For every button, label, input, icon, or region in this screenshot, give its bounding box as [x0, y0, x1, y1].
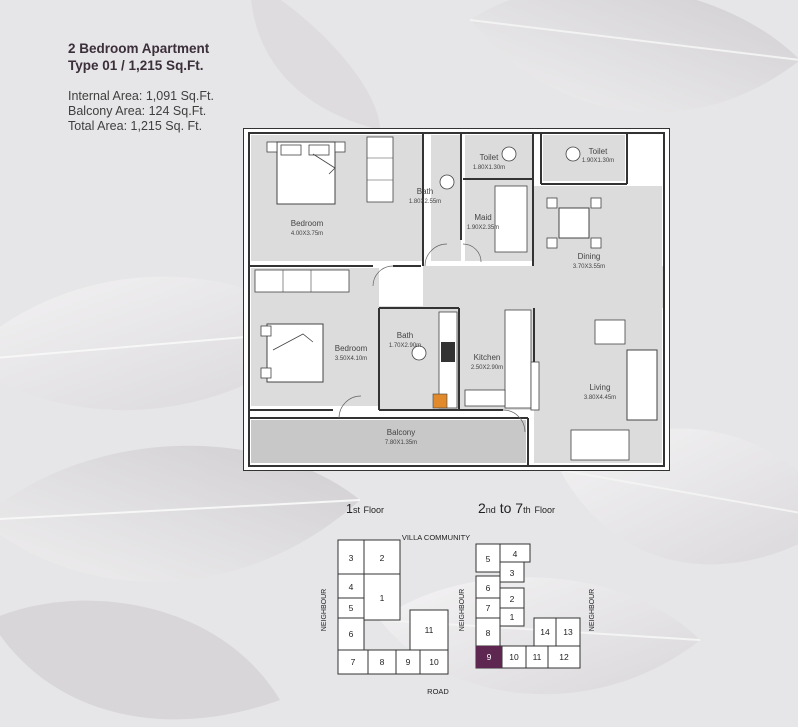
- unit-label: 9: [406, 657, 411, 667]
- unit-label: 3: [510, 568, 515, 578]
- unit-label: 8: [380, 657, 385, 667]
- room-dims-bath-2: 1.70X2.90m: [389, 343, 421, 349]
- upper-floor-range: to 7: [499, 500, 524, 516]
- room-dims-toilet-1: 1.80X1.30m: [473, 165, 505, 171]
- villa-community-label: VILLA COMMUNITY: [402, 533, 470, 542]
- unit-label: 13: [563, 627, 573, 637]
- room-name-bath-2: Bath: [397, 331, 413, 340]
- unit-label: 5: [486, 554, 491, 564]
- unit-label: 12: [559, 652, 569, 662]
- room-dims-bath-1: 1.80X2.55m: [409, 199, 441, 205]
- room-name-bedroom-2: Bedroom: [335, 344, 368, 353]
- unit-label: 14: [540, 627, 550, 637]
- unit-label: 2: [510, 594, 515, 604]
- room-name-toilet-1: Toilet: [480, 153, 499, 162]
- room-name-dining: Dining: [578, 252, 601, 261]
- unit-label: 11: [533, 652, 542, 662]
- room-dims-toilet-2: 1.90X1.30m: [582, 158, 614, 164]
- room-name-toilet-2: Toilet: [589, 147, 608, 156]
- neighbour-label-middle: NEIGHBOUR: [459, 589, 466, 631]
- unit-label: 8: [486, 628, 491, 638]
- area-summary: Internal Area: 1,091 Sq.Ft. Balcony Area…: [68, 89, 214, 134]
- unit-label: 4: [349, 582, 354, 592]
- balcony-area: Balcony Area: 124 Sq.Ft.: [68, 104, 207, 118]
- neighbour-label-right: NEIGHBOUR: [589, 589, 596, 631]
- room-dims-maid: 1.90X2.35m: [467, 225, 499, 231]
- room-name-bath-1: Bath: [417, 187, 433, 196]
- room-dims-bedroom-2: 3.50X4.10m: [335, 356, 367, 362]
- upper-floor-range-suffix: th: [523, 505, 531, 515]
- unit-label: 1: [510, 612, 515, 622]
- unit-label: 10: [509, 652, 519, 662]
- unit-label: 1: [380, 593, 385, 603]
- upper-floors-heading: 2nd to 7th Floor: [478, 500, 555, 516]
- room-dims-balcony: 7.80X1.35m: [385, 440, 417, 446]
- first-floor-number: 1: [346, 502, 353, 516]
- unit-label: 11: [425, 625, 434, 635]
- room-dims-living: 3.80X4.45m: [584, 395, 616, 401]
- highlight-unit-label: 9: [487, 652, 492, 662]
- upper-floor-word: Floor: [534, 505, 555, 515]
- upper-floor-suffix: nd: [485, 505, 496, 515]
- total-area: Total Area: 1,215 Sq. Ft.: [68, 119, 203, 133]
- unit-label: 4: [513, 549, 518, 559]
- unit-label: 6: [349, 629, 354, 639]
- title-line-2: Type 01 / 1,215 Sq.Ft.: [68, 58, 204, 73]
- unit-label: 3: [349, 553, 354, 563]
- room-name-bedroom-1: Bedroom: [291, 219, 324, 228]
- room-dims-kitchen: 2.50X2.90m: [471, 365, 503, 371]
- room-name-balcony: Balcony: [387, 428, 415, 437]
- unit-label: 10: [429, 657, 439, 667]
- room-name-maid: Maid: [474, 213, 491, 222]
- neighbour-label-left: NEIGHBOUR: [321, 589, 328, 631]
- unit-label: 2: [380, 553, 385, 563]
- first-floor-heading: 1st Floor: [346, 502, 384, 516]
- unit-label: 7: [486, 603, 491, 613]
- key-plan: 3 2 4 1 5 6 11 7 8 9 10 5 4 3 6 2 7 1 8 …: [321, 533, 596, 696]
- unit-label: 6: [486, 583, 491, 593]
- first-floor-suffix: st: [352, 505, 360, 515]
- room-dims-bedroom-1: 4.00X3.75m: [291, 231, 323, 237]
- first-floor-word: Floor: [363, 505, 384, 515]
- room-name-kitchen: Kitchen: [474, 353, 501, 362]
- room-dims-dining: 3.70X3.55m: [573, 264, 605, 270]
- upper-floor-number: 2: [478, 500, 486, 516]
- internal-area: Internal Area: 1,091 Sq.Ft.: [68, 89, 214, 103]
- apartment-title: 2 Bedroom Apartment Type 01 / 1,215 Sq.F…: [68, 40, 209, 74]
- floor-plan: Bedroom 4.00X3.75m Bath 1.80X2.55m Toile…: [243, 128, 670, 471]
- unit-label: 5: [349, 603, 354, 613]
- unit-label: 7: [351, 657, 356, 667]
- room-name-living: Living: [590, 383, 611, 392]
- road-label: ROAD: [427, 687, 449, 696]
- title-line-1: 2 Bedroom Apartment: [68, 41, 210, 56]
